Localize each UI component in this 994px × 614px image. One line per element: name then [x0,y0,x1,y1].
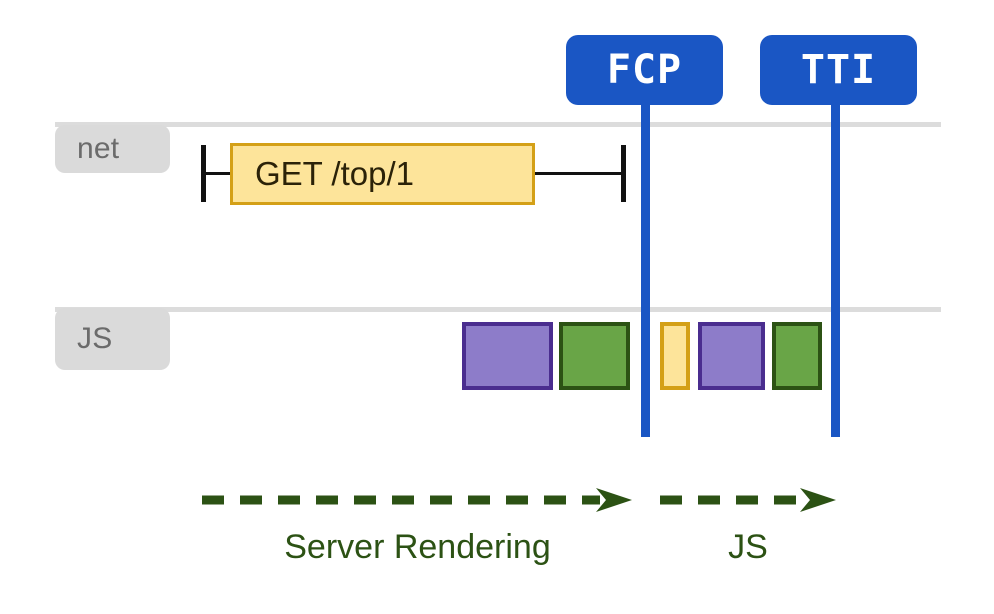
lane-label-net-text: net [77,132,120,165]
request-stall-line [203,172,233,175]
network-request-label: GET /top/1 [255,155,414,192]
lane-label-js: JS [55,308,170,370]
request-start-cap [201,145,206,202]
milestone-badge-fcp-label: FCP [606,47,683,93]
phase-arrow-js [660,488,836,512]
js-task-block-5[interactable] [772,322,822,390]
js-task-block-4[interactable] [698,322,765,390]
js-task-block-2[interactable] [559,322,630,390]
milestone-badge-fcp[interactable]: FCP [566,35,723,105]
milestone-badge-tti-label: TTI [800,47,877,93]
phase-label-js: JS [728,528,768,566]
request-waiting-line [533,172,623,175]
request-end-cap [621,145,626,202]
phase-arrow-head [800,488,836,512]
phase-label-server-rendering: Server Rendering [284,528,551,566]
milestone-line-fcp [641,100,650,437]
phase-arrow-head [596,488,632,512]
js-task-block-3[interactable] [660,322,690,390]
lane-label-js-text: JS [77,322,113,355]
lane-gridline-net [55,122,941,127]
js-task-block-1[interactable] [462,322,553,390]
milestone-badge-tti[interactable]: TTI [760,35,917,105]
network-request-bar[interactable]: GET /top/1 [230,143,535,205]
lane-label-net: net [55,125,170,173]
phase-arrow-server-rendering [202,488,632,512]
lane-gridline-js [55,307,941,312]
milestone-line-tti [831,100,840,437]
